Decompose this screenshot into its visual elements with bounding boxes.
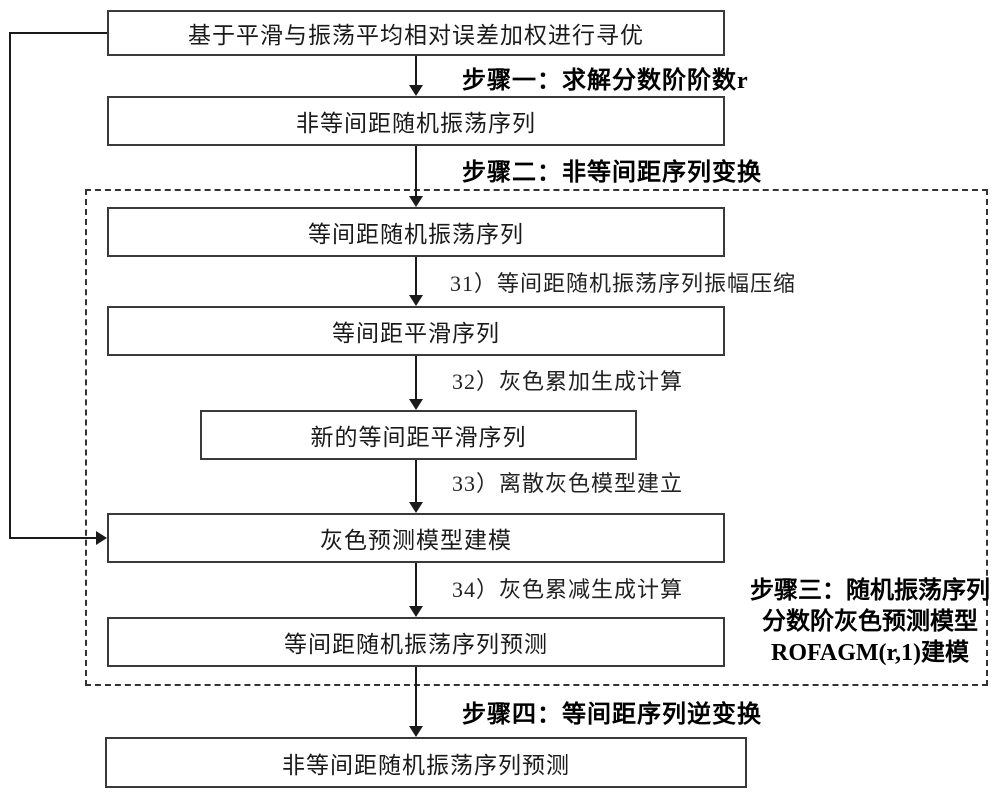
flow-box-uniform-oscillation-prediction: 等间距随机振荡序列预测 [107, 617, 725, 667]
arrow-5-line [415, 460, 417, 502]
feedback-line-top [9, 32, 107, 34]
flow-box-nonuniform-oscillation-sequence: 非等间距随机振荡序列 [107, 96, 725, 146]
arrow-6-head-icon [409, 606, 423, 617]
substep-33-label: 33）离散灰色模型建立 [452, 471, 684, 496]
step2-label: 步骤二：非等间距序列变换 [462, 160, 762, 186]
arrow-2-line [415, 146, 417, 196]
feedback-line-bottom [9, 537, 96, 539]
flow-box-uniform-smooth-sequence: 等间距平滑序列 [107, 306, 725, 356]
arrow-3-head-icon [409, 295, 423, 306]
step3-label-line2: 分数阶灰色预测模型 [762, 609, 978, 635]
arrow-5-head-icon [409, 502, 423, 513]
flow-box-weighted-error-optimization: 基于平滑与振荡平均相对误差加权进行寻优 [107, 10, 725, 56]
flow-box-uniform-oscillation-sequence: 等间距随机振荡序列 [107, 207, 725, 257]
arrow-1-line [415, 56, 417, 86]
feedback-line-left [9, 32, 11, 539]
substep-32-label: 32）灰色累加生成计算 [452, 369, 684, 394]
step1-label: 步骤一：求解分数阶阶数r [462, 68, 749, 94]
arrow-2-head-icon [409, 196, 423, 207]
step3-label: 步骤三：随机振荡序列 分数阶灰色预测模型 ROFAGM(r,1)建模 [748, 576, 992, 669]
flow-box-nonuniform-oscillation-prediction: 非等间距随机振荡序列预测 [105, 737, 747, 788]
step3-label-line3: ROFAGM(r,1)建模 [771, 640, 969, 666]
arrow-7-head-icon [409, 726, 423, 737]
arrow-6-line [415, 563, 417, 606]
substep-34-label: 34）灰色累减生成计算 [452, 577, 684, 602]
flow-box-grey-prediction-modeling: 灰色预测模型建模 [107, 513, 725, 563]
arrow-1-head-icon [409, 85, 423, 96]
arrow-7-line [415, 667, 417, 726]
arrow-4-head-icon [409, 399, 423, 410]
step3-dashed-group [85, 189, 988, 686]
substep-31-label: 31）等间距随机振荡序列振幅压缩 [450, 271, 797, 296]
step4-label: 步骤四：等间距序列逆变换 [462, 702, 762, 728]
step3-label-line1: 步骤三：随机振荡序列 [750, 578, 990, 604]
arrow-4-line [415, 356, 417, 399]
feedback-arrowhead-icon [96, 531, 107, 545]
flow-box-new-uniform-smooth-sequence: 新的等间距平滑序列 [200, 410, 637, 460]
arrow-3-line [415, 257, 417, 295]
